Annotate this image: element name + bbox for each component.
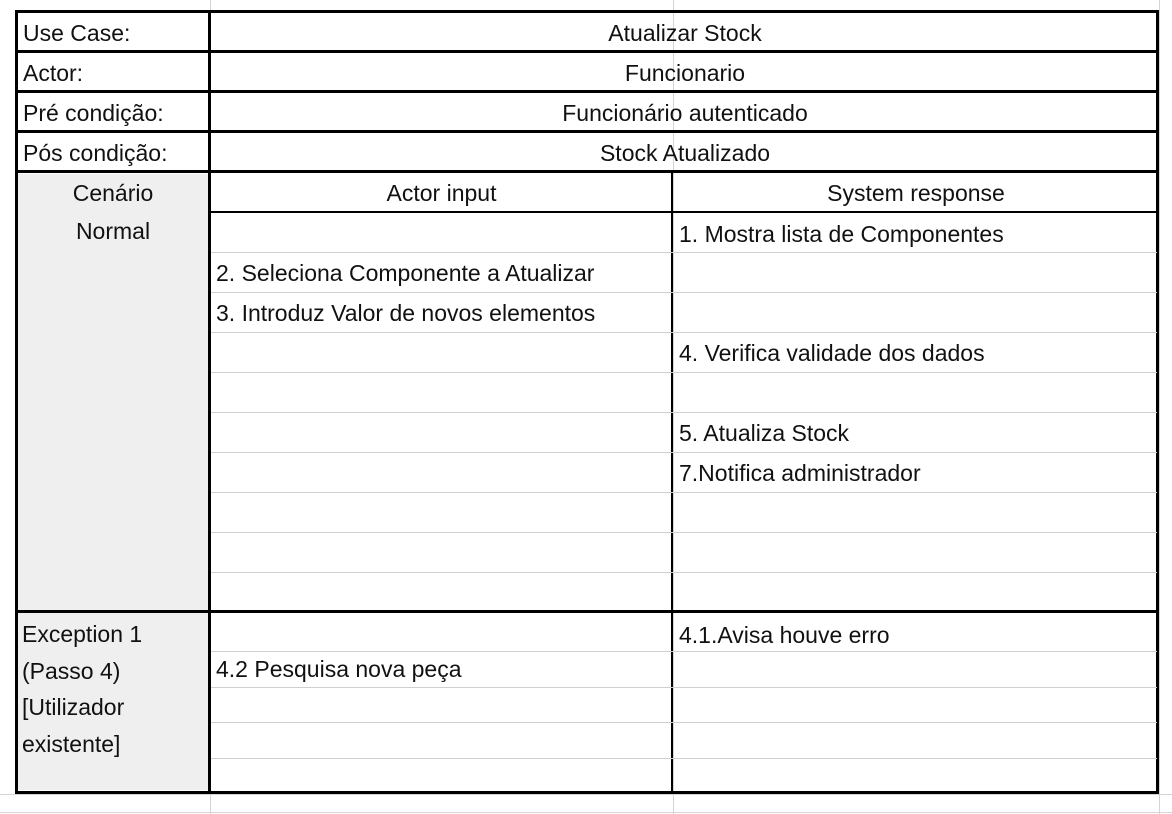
scenario-label-line1: Cenário — [72, 180, 154, 206]
use-case-label: Use Case: — [23, 20, 131, 46]
use-case-table — [15, 10, 1159, 794]
exception-label-line2: (Passo 4) — [22, 658, 121, 684]
exception-label-line3: [Utilizador — [22, 694, 125, 720]
precondition-value: Funcionário autenticado — [562, 100, 808, 126]
postcondition-label: Pós condição: — [23, 140, 168, 166]
scenario-label-line2: Normal — [75, 218, 151, 244]
system-step-4: 4. Verifica validade dos dados — [679, 340, 985, 366]
column-header-system-response: System response — [827, 180, 1005, 206]
exception-label-line4: existente] — [22, 731, 121, 757]
system-step-5: 5. Atualiza Stock — [679, 420, 850, 446]
actor-step-3: 3. Introduz Valor de novos elementos — [216, 300, 596, 326]
actor-value: Funcionario — [624, 60, 746, 86]
system-step-1: 1. Mostra lista de Componentes — [679, 221, 1004, 247]
exception-label-cell — [17, 613, 209, 790]
actor-label: Actor: — [23, 60, 84, 86]
postcondition-value: Stock Atualizado — [599, 140, 771, 166]
use-case-value: Atualizar Stock — [608, 20, 762, 46]
exception-label-line1: Exception 1 — [22, 621, 143, 647]
scenario-label-cell — [17, 174, 209, 611]
precondition-label: Pré condição: — [23, 100, 164, 126]
exception-actor-step: 4.2 Pesquisa nova peça — [216, 656, 462, 682]
system-step-7: 7.Notifica administrador — [679, 460, 921, 486]
exception-system-step: 4.1.Avisa houve erro — [679, 622, 890, 648]
column-header-actor-input: Actor input — [386, 180, 497, 206]
actor-step-2: 2. Seleciona Componente a Atualizar — [216, 260, 595, 286]
